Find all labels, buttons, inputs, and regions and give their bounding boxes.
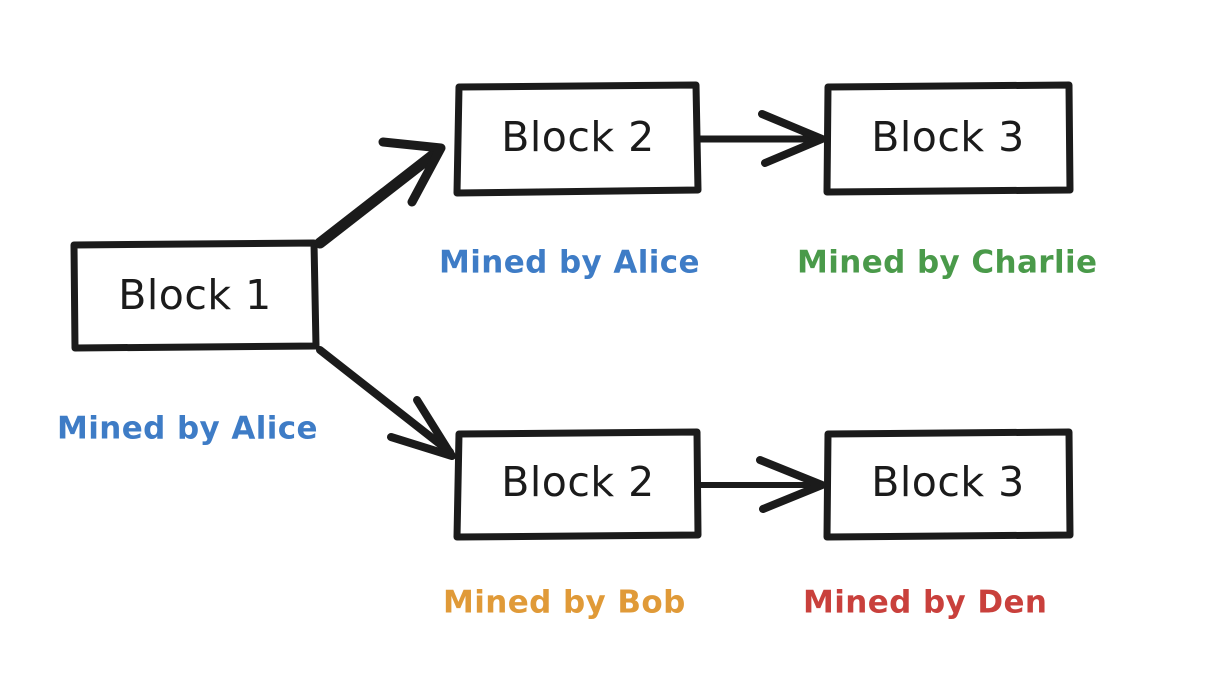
- miner-label-block-3-bottom: Mined by Den: [803, 585, 1047, 621]
- block-3-bottom-label: Block 3: [871, 458, 1025, 506]
- block-3-bottom-outline: [823, 428, 1074, 541]
- block-2-bottom-outline: [453, 428, 702, 541]
- arrow-head-upper: [378, 137, 446, 207]
- arrow-block1-to-block2-bottom: [316, 346, 456, 460]
- miner-label-block-3-top: Mined by Charlie: [797, 245, 1097, 281]
- miner-label-block-2-top: Mined by Alice: [439, 245, 700, 281]
- block-2-bottom-label: Block 2: [501, 458, 655, 506]
- miner-label-block-2-bottom: Mined by Bob: [443, 585, 686, 621]
- arrow-head-bottom-row: [756, 456, 826, 513]
- block-1-outline: [70, 239, 320, 352]
- arrow-shaft-upper: [314, 146, 443, 249]
- block-1-label: Block 1: [118, 271, 272, 319]
- block-node-block-2-top[interactable]: Block 2: [453, 81, 702, 197]
- arrow-block1-to-block2-top: [314, 137, 446, 249]
- arrow-head-top-row: [758, 110, 826, 167]
- block-3-top-label: Block 3: [871, 113, 1025, 161]
- arrow-block2bot-to-block3bot: [697, 456, 826, 513]
- block-2-top-outline: [453, 81, 702, 197]
- block-3-top-outline: [823, 81, 1074, 196]
- miner-label-block-1: Mined by Alice: [57, 411, 318, 447]
- block-node-block-1[interactable]: Block 1: [70, 239, 320, 352]
- arrow-head-lower: [387, 396, 456, 460]
- block-node-block-3-top[interactable]: Block 3: [823, 81, 1074, 196]
- block-node-block-2-bottom[interactable]: Block 2: [453, 428, 702, 541]
- arrow-shaft-lower: [316, 346, 454, 456]
- arrow-block2top-to-block3top: [696, 110, 826, 167]
- block-2-top-label: Block 2: [501, 113, 655, 161]
- block-node-block-3-bottom[interactable]: Block 3: [823, 428, 1074, 541]
